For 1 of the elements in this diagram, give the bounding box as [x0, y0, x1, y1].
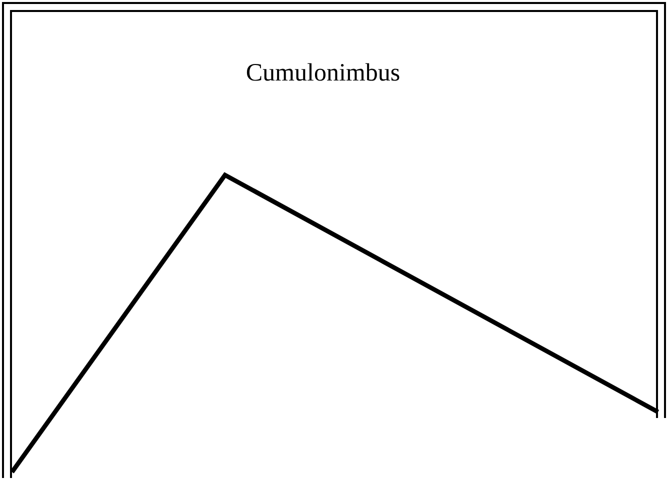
open-frame: Cumulonimbus [2, 2, 666, 478]
